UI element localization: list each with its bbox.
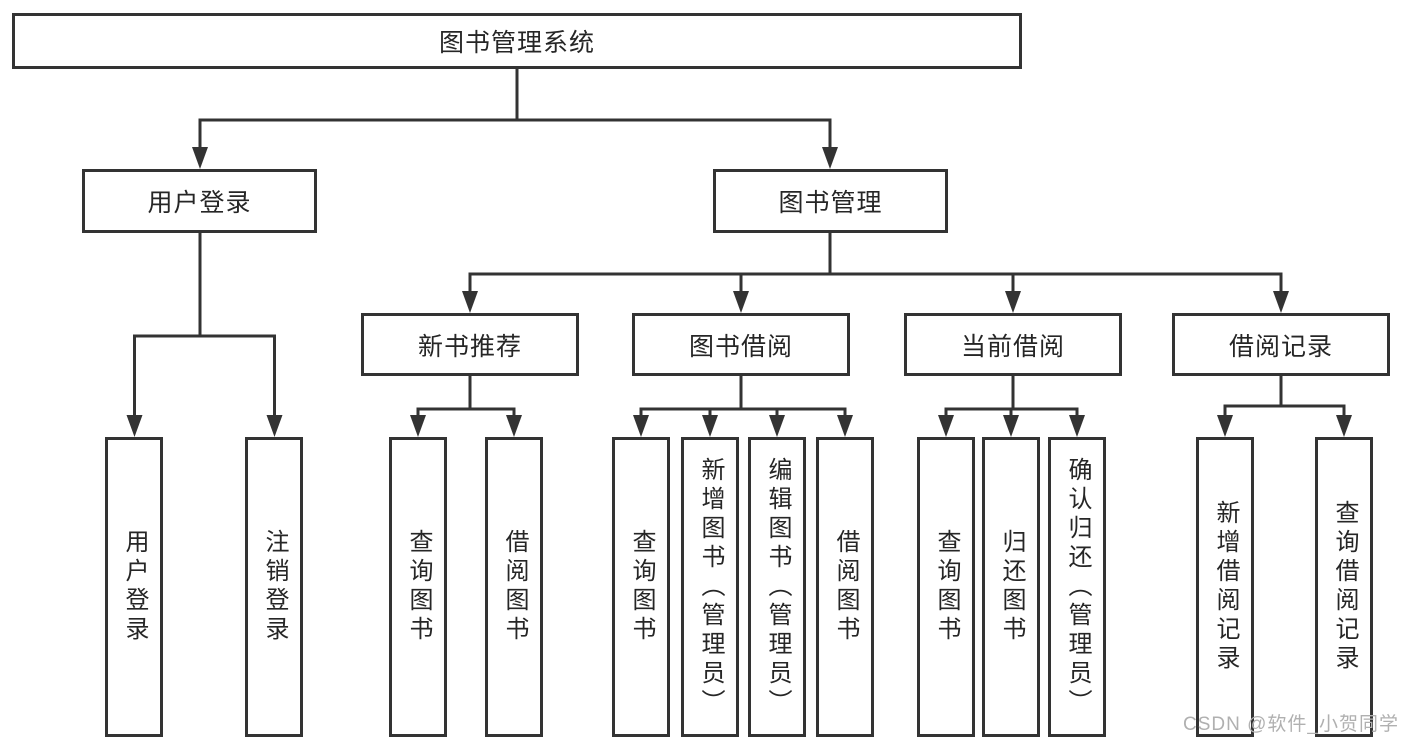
leaf-edit-book-admin: 编辑图书（管理员） (748, 437, 806, 737)
leaf-label: 新增图书（管理员） (697, 456, 724, 718)
node-label: 图书管理 (778, 189, 883, 217)
node-user-login-branch: 用户登录 (82, 169, 317, 233)
arrowhead-g2-leaf3 (1069, 415, 1085, 437)
node-label: 当前借阅 (960, 332, 1065, 361)
node-label: 用户登录 (147, 189, 252, 217)
leaf-label: 确认归还（管理员） (1064, 456, 1091, 718)
watermark-text: CSDN @软件_小贺同学 (1183, 714, 1399, 735)
node-library-system: 图书管理系统 (12, 13, 1022, 69)
leaf-label: 借阅图书 (501, 529, 528, 645)
leaf-query-borrow-record: 查询借阅记录 (1315, 437, 1373, 737)
arrowhead-login-leaf1 (126, 415, 143, 437)
node-book-borrow: 图书借阅 (632, 313, 850, 376)
node-label: 新书推荐 (417, 332, 522, 361)
leaf-label: 新增借阅记录 (1212, 500, 1239, 674)
leaf-label: 归还图书 (998, 529, 1025, 645)
leaf-add-borrow-record: 新增借阅记录 (1196, 437, 1254, 737)
node-borrow-records: 借阅记录 (1172, 313, 1390, 376)
arrowhead-g1-leaf2 (702, 415, 718, 437)
node-book-management: 图书管理 (713, 169, 948, 233)
leaf-query-books-current: 查询图书 (917, 437, 975, 737)
arrowhead-g2-leaf1 (938, 415, 954, 437)
node-current-borrow: 当前借阅 (904, 313, 1122, 376)
arrowhead-g1-leaf1 (633, 415, 649, 437)
leaf-borrow-books: 借阅图书 (816, 437, 874, 737)
arrowhead-g1-leaf4 (837, 415, 853, 437)
leaf-query-books-borrow: 查询图书 (612, 437, 670, 737)
arrowhead-g3-leaf2 (1336, 415, 1352, 437)
arrowhead-g0-leaf2 (506, 415, 522, 437)
leaf-logout: 注销登录 (245, 437, 303, 737)
node-label: 图书借阅 (688, 332, 793, 361)
leaf-borrow-books-recommend: 借阅图书 (485, 437, 543, 737)
leaf-label: 查询图书 (628, 529, 655, 645)
node-label: 图书管理系统 (438, 29, 595, 57)
leaf-label: 借阅图书 (832, 529, 859, 645)
arrowhead-login (192, 147, 208, 169)
arrowhead-g2 (1005, 291, 1021, 313)
arrowhead-login-leaf2 (266, 415, 283, 437)
node-new-book-recommend: 新书推荐 (361, 313, 579, 376)
leaf-confirm-return-admin: 确认归还（管理员） (1048, 437, 1106, 737)
leaf-add-book-admin: 新增图书（管理员） (681, 437, 739, 737)
leaf-user-login: 用户登录 (105, 437, 163, 737)
arrowhead-g0-leaf1 (410, 415, 426, 437)
arrowhead-mgmt (822, 147, 838, 169)
leaf-query-books-recommend: 查询图书 (389, 437, 447, 737)
leaf-label: 编辑图书（管理员） (764, 456, 791, 718)
arrowhead-g3 (1273, 291, 1289, 313)
leaf-return-book: 归还图书 (982, 437, 1040, 737)
arrowhead-g0 (462, 291, 478, 313)
leaf-label: 查询图书 (933, 529, 960, 645)
leaf-label: 查询借阅记录 (1331, 500, 1358, 674)
arrowhead-g3-leaf1 (1217, 415, 1233, 437)
leaf-label: 用户登录 (121, 529, 148, 645)
node-label: 借阅记录 (1228, 332, 1333, 361)
arrowhead-g2-leaf2 (1003, 415, 1019, 437)
leaf-label: 查询图书 (405, 529, 432, 645)
arrowhead-g1 (733, 291, 749, 313)
leaf-label: 注销登录 (261, 529, 288, 645)
arrowhead-g1-leaf3 (769, 415, 785, 437)
